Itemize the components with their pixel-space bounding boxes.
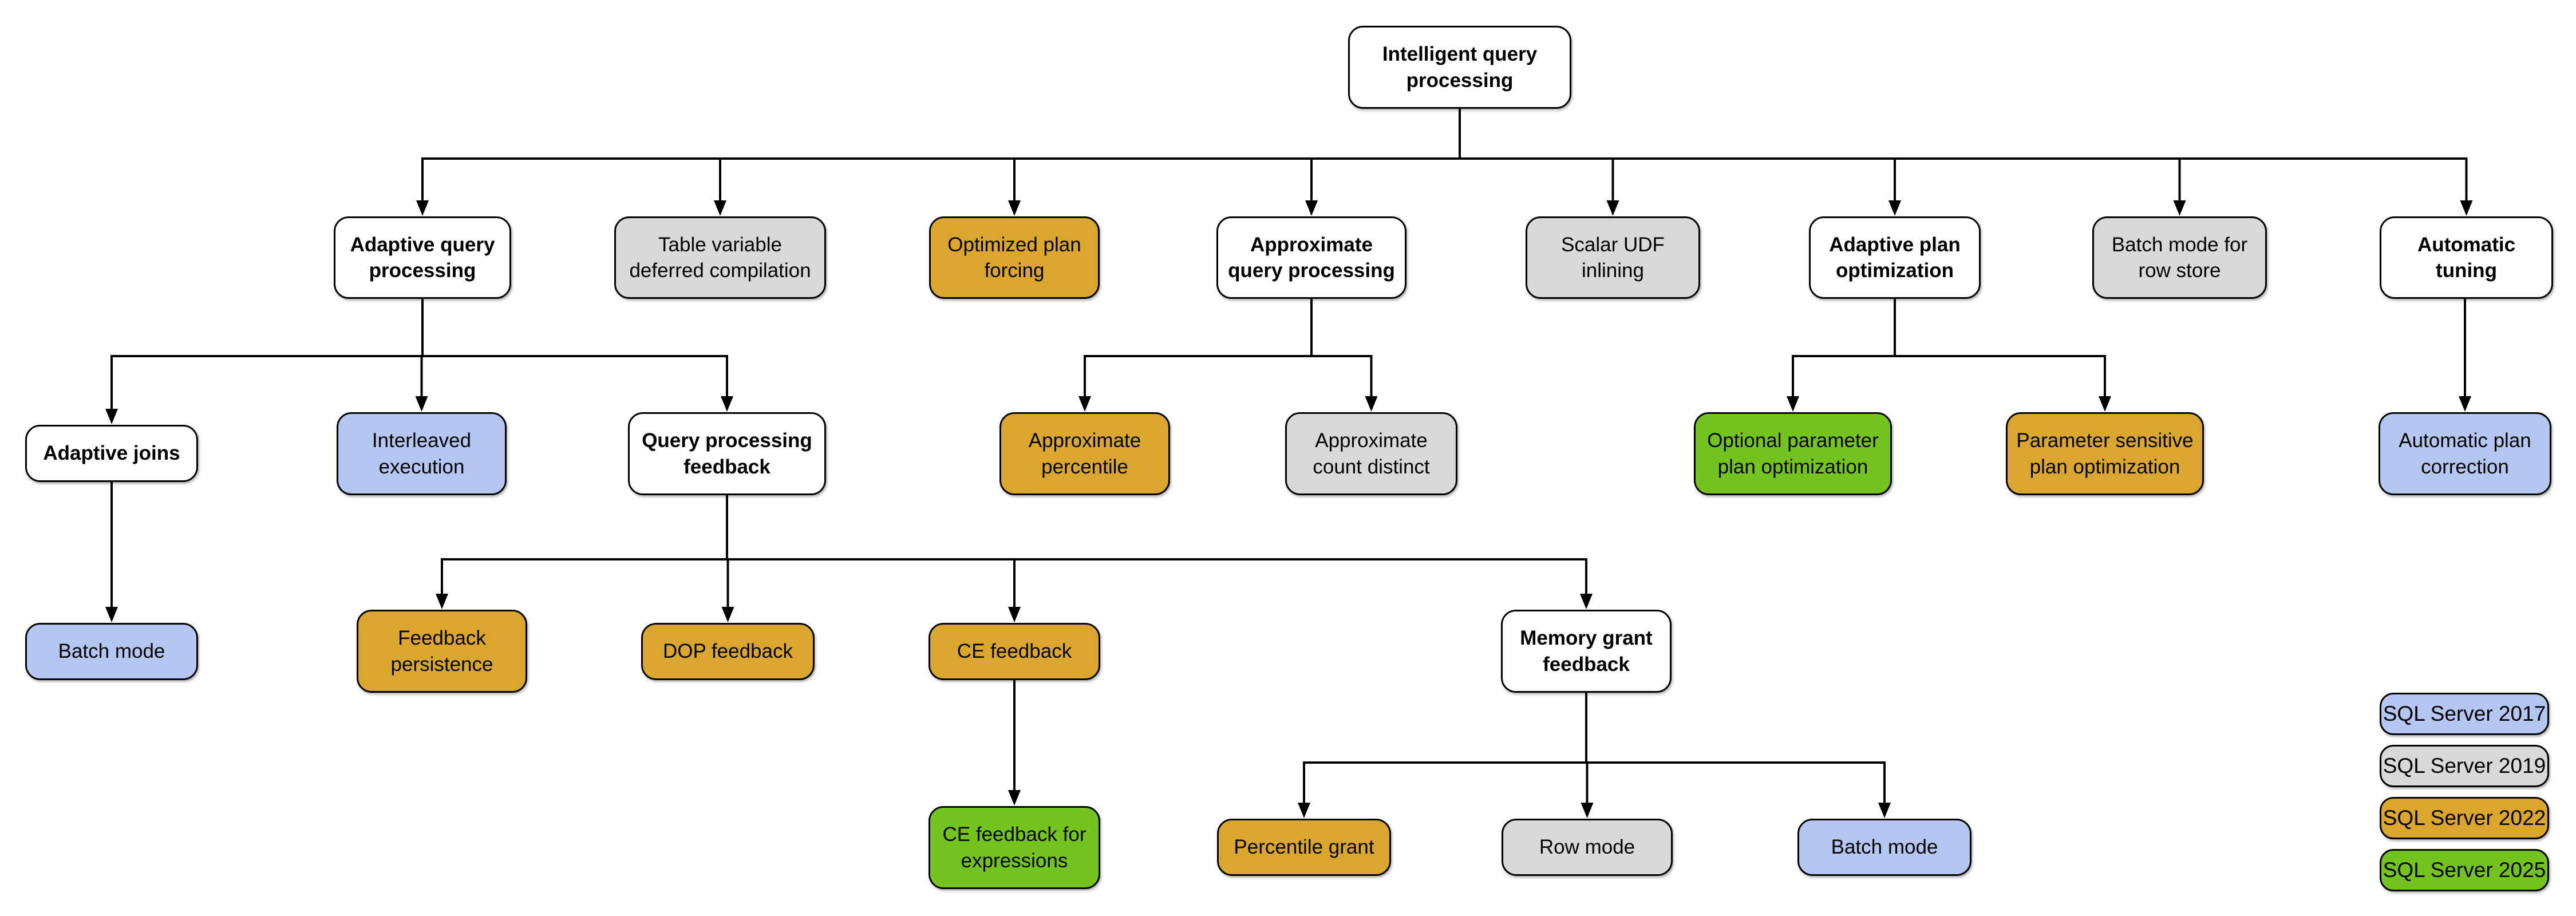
node-ce-feedback-for-expressions: CE feedback for expressions xyxy=(929,806,1100,889)
node-table-variable-deferred-compilation: Table variable deferred compilation xyxy=(614,216,826,299)
node-adaptive-plan-optimization: Adaptive plan optimization xyxy=(1809,216,1981,299)
arrowhead-icon xyxy=(1008,200,1021,216)
node-ce-feedback: CE feedback xyxy=(929,623,1100,680)
arrowhead-icon xyxy=(1305,200,1318,216)
node-batch-mode-for-row-store: Batch mode for row store xyxy=(2092,216,2267,299)
arrowhead-icon xyxy=(1878,803,1891,818)
node-approximate-percentile: Approximate percentile xyxy=(999,412,1170,495)
node-approximate-count-distinct: Approximate count distinct xyxy=(1285,412,1457,495)
arrowhead-icon xyxy=(436,594,448,609)
node-interleaved-execution: Interleaved execution xyxy=(337,412,507,495)
arrowhead-icon xyxy=(1581,803,1594,818)
arrowhead-icon xyxy=(415,396,428,412)
arrowhead-icon xyxy=(1888,200,1901,216)
arrowhead-icon xyxy=(721,396,733,412)
node-parameter-sensitive-plan-optimization: Parameter sensitive plan optimization xyxy=(2006,412,2204,495)
legend-sql-server-2017: SQL Server 2017 xyxy=(2380,693,2549,735)
node-percentile-grant: Percentile grant xyxy=(1217,819,1391,876)
node-batch-mode-memory-grant: Batch mode xyxy=(1797,819,1971,876)
arrowhead-icon xyxy=(1008,607,1021,622)
node-memory-grant-feedback: Memory grant feedback xyxy=(1501,610,1672,693)
node-batch-mode-adaptive-joins: Batch mode xyxy=(25,623,198,680)
arrowhead-icon xyxy=(1365,396,1378,412)
legend-sql-server-2025: SQL Server 2025 xyxy=(2380,849,2549,891)
arrowhead-icon xyxy=(105,409,118,424)
legend-sql-server-2019: SQL Server 2019 xyxy=(2380,745,2549,787)
arrowhead-icon xyxy=(2459,396,2471,412)
node-optional-parameter-plan-optimization: Optional parameter plan optimization xyxy=(1694,412,1892,495)
arrowhead-icon xyxy=(416,200,429,216)
node-adaptive-joins: Adaptive joins xyxy=(25,425,198,482)
arrowhead-icon xyxy=(2173,200,2186,216)
node-automatic-tuning: Automatic tuning xyxy=(2380,216,2553,299)
node-row-mode: Row mode xyxy=(1502,819,1673,876)
arrowhead-icon xyxy=(2460,200,2473,216)
legend-sql-server-2022: SQL Server 2022 xyxy=(2380,797,2549,839)
arrowhead-icon xyxy=(1580,594,1593,609)
node-intelligent-query-processing: Intelligent query processing xyxy=(1348,26,1571,109)
arrowhead-icon xyxy=(1298,803,1310,818)
arrowhead-icon xyxy=(1078,396,1091,412)
arrowhead-icon xyxy=(721,607,734,622)
node-optimized-plan-forcing: Optimized plan forcing xyxy=(929,216,1100,299)
arrowhead-icon xyxy=(714,200,726,216)
arrowhead-icon xyxy=(105,607,118,622)
node-automatic-plan-correction: Automatic plan correction xyxy=(2379,412,2551,495)
arrowhead-icon xyxy=(1008,790,1021,806)
node-approximate-query-processing: Approximate query processing xyxy=(1216,216,1406,299)
arrowhead-icon xyxy=(1787,396,1799,412)
arrowhead-icon xyxy=(1606,200,1619,216)
node-scalar-udf-inlining: Scalar UDF inlining xyxy=(1526,216,1700,299)
node-feedback-persistence: Feedback persistence xyxy=(357,610,527,693)
arrowhead-icon xyxy=(2099,396,2111,412)
node-adaptive-query-processing: Adaptive query processing xyxy=(334,216,511,299)
node-dop-feedback: DOP feedback xyxy=(641,623,815,680)
node-query-processing-feedback: Query processing feedback xyxy=(628,412,826,495)
